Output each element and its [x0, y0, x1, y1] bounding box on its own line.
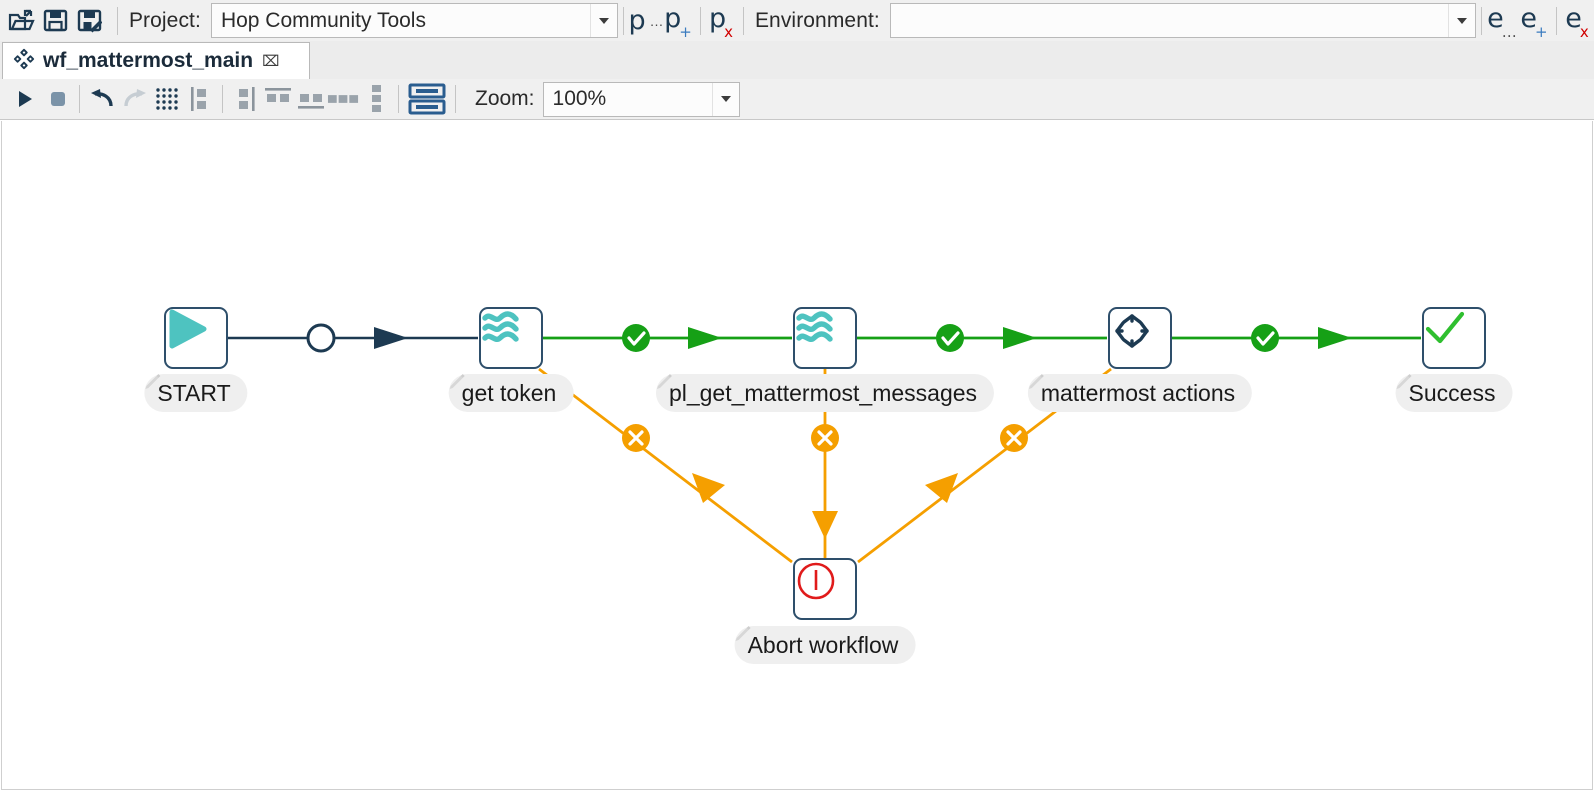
- workflow-action-icon: [1115, 314, 1149, 348]
- hop-start-to-get-token[interactable]: [228, 323, 478, 353]
- node-label-pl-get-mattermost-messages[interactable]: pl_get_mattermost_messages: [655, 374, 995, 412]
- environment-add-icon[interactable]: e+: [1520, 2, 1548, 42]
- workflow-icon: [13, 48, 35, 75]
- node-label-text: Abort workflow: [747, 631, 899, 658]
- node-start[interactable]: [164, 307, 228, 369]
- node-abort-workflow[interactable]: [793, 558, 857, 620]
- node-mattermost-actions[interactable]: [1108, 307, 1172, 369]
- align-left-icon[interactable]: [184, 82, 217, 116]
- toolbar-separator-2: [623, 6, 624, 35]
- zoom-combo[interactable]: 100%: [542, 81, 740, 117]
- snap-grid-icon[interactable]: [404, 82, 450, 116]
- node-label-success[interactable]: Success: [1395, 374, 1513, 412]
- toolbar-separator-6: [1556, 6, 1557, 35]
- environment-delete-icon[interactable]: ex: [1565, 2, 1589, 42]
- wf-separator-2: [222, 85, 223, 113]
- save-as-icon[interactable]: [72, 3, 106, 39]
- start-play-icon: [169, 309, 207, 349]
- toolbar-separator-5: [1481, 6, 1482, 35]
- align-top-icon[interactable]: [261, 82, 294, 116]
- project-edit-icon[interactable]: p …: [628, 5, 664, 36]
- environment-combo-arrow[interactable]: [1448, 4, 1475, 37]
- close-icon[interactable]: ⌧: [262, 53, 280, 70]
- success-check-icon: [1425, 311, 1465, 344]
- tab-title: wf_mattermost_main: [43, 49, 254, 72]
- project-delete-icon[interactable]: px: [708, 2, 733, 42]
- hop-layer: [228, 323, 1421, 564]
- distribute-vertically-icon[interactable]: [360, 82, 393, 116]
- project-combo-value: Hop Community Tools: [220, 8, 426, 32]
- edit-pencil-icon: [449, 374, 465, 389]
- project-combo[interactable]: Hop Community Tools: [210, 3, 619, 38]
- zoom-combo-arrow[interactable]: [711, 82, 739, 116]
- edit-pencil-icon: [1396, 374, 1412, 389]
- toolbar-separator-4: [743, 6, 744, 35]
- wf-separator-3: [398, 85, 399, 113]
- hop-get-token-to-pl-get[interactable]: [542, 324, 792, 352]
- node-success[interactable]: [1422, 307, 1486, 369]
- node-label-text: START: [157, 379, 231, 406]
- redo-icon[interactable]: [118, 82, 151, 116]
- save-icon[interactable]: [38, 3, 72, 39]
- toolbar-separator-3: [700, 6, 701, 35]
- node-label-get-token[interactable]: get token: [448, 374, 574, 412]
- zoom-combo-value: 100%: [552, 87, 607, 110]
- environment-add-glyph: e: [1520, 2, 1537, 34]
- environment-label: Environment:: [754, 8, 880, 32]
- node-label-start[interactable]: START: [144, 374, 248, 412]
- project-delete-glyph: p: [708, 2, 727, 34]
- run-icon[interactable]: [8, 82, 41, 116]
- wf-separator-4: [455, 85, 456, 113]
- undo-icon[interactable]: [85, 82, 118, 116]
- node-label-text: Success: [1408, 379, 1496, 406]
- project-edit-glyph: p: [628, 5, 646, 36]
- align-right-icon[interactable]: [228, 82, 261, 116]
- environment-delete-glyph: e: [1565, 2, 1582, 34]
- project-label: Project:: [128, 8, 201, 32]
- edit-pencil-icon: [145, 374, 161, 389]
- node-label-text: mattermost actions: [1040, 379, 1236, 406]
- hop-mattermost-actions-to-success[interactable]: [1172, 324, 1421, 352]
- hop-pl-get-to-mattermost-actions[interactable]: [857, 324, 1107, 352]
- pipeline-icon: [796, 311, 833, 342]
- stop-icon[interactable]: [41, 82, 74, 116]
- environment-edit-glyph: e: [1487, 2, 1504, 34]
- abort-icon: [797, 562, 835, 600]
- edit-pencil-icon: [735, 626, 751, 641]
- project-add-icon[interactable]: p+: [664, 2, 692, 42]
- open-folder-icon[interactable]: [4, 3, 38, 39]
- node-get-token[interactable]: [479, 307, 543, 369]
- hop-get-token-to-abort[interactable]: [538, 367, 793, 564]
- tab-bar: wf_mattermost_main ⌧: [0, 41, 1594, 80]
- tab-wf-mattermost-main[interactable]: wf_mattermost_main ⌧: [2, 42, 310, 79]
- project-add-glyph: p: [664, 2, 682, 34]
- pipeline-icon: [482, 311, 519, 342]
- align-bottom-icon[interactable]: [294, 82, 327, 116]
- distribute-horizontally-icon[interactable]: [327, 82, 360, 116]
- project-combo-arrow[interactable]: [590, 4, 618, 37]
- zoom-label: Zoom:: [475, 87, 535, 110]
- file-action-group: [0, 0, 112, 41]
- node-label-abort-workflow[interactable]: Abort workflow: [734, 626, 916, 664]
- environment-combo[interactable]: [889, 3, 1476, 38]
- node-label-mattermost-actions[interactable]: mattermost actions: [1027, 374, 1253, 412]
- main-toolbar: Project: Hop Community Tools p … p+ px E…: [0, 0, 1594, 42]
- snap-to-grid-icon[interactable]: [151, 82, 184, 116]
- edit-pencil-icon: [656, 374, 672, 389]
- wf-separator-1: [79, 85, 80, 113]
- node-label-text: pl_get_mattermost_messages: [668, 379, 978, 406]
- toolbar-separator-1: [117, 6, 118, 35]
- edit-pencil-icon: [1028, 374, 1044, 389]
- environment-edit-icon[interactable]: e…: [1487, 2, 1517, 42]
- node-pl-get-mattermost-messages[interactable]: [793, 307, 857, 369]
- workflow-canvas[interactable]: START get token: [1, 121, 1593, 790]
- node-label-text: get token: [461, 379, 557, 406]
- workflow-toolbar: Zoom: 100%: [0, 79, 1594, 120]
